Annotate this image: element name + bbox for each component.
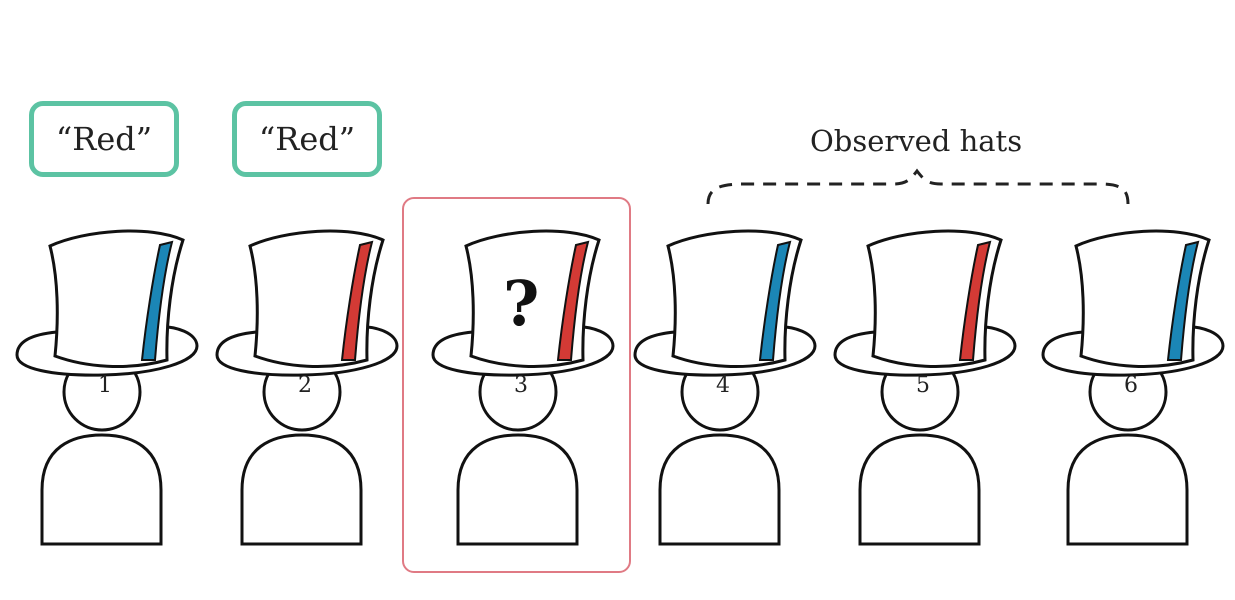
- person-3: 3?: [431, 222, 615, 552]
- hat-stripe-red-2: [340, 240, 374, 361]
- person-figure-4: [633, 229, 817, 546]
- person-4: 4: [633, 222, 817, 552]
- unknown-hat-question-mark: ?: [503, 267, 540, 340]
- body-4: [658, 433, 781, 546]
- body-2: [240, 433, 363, 546]
- speech-text-1: “Red”: [55, 120, 153, 158]
- person-1: 1: [15, 222, 199, 552]
- person-figure-3: [431, 229, 615, 546]
- person-number-6: 6: [1124, 373, 1138, 398]
- body-5: [858, 433, 981, 546]
- hat-stripe-red-5: [958, 240, 992, 361]
- speech-bubble-person-2: “Red”: [232, 101, 382, 177]
- person-number-1: 1: [98, 373, 112, 398]
- person-figure-5: [833, 229, 1017, 546]
- body-1: [40, 433, 163, 546]
- observed-hats-label: Observed hats: [810, 124, 1023, 158]
- person-number-5: 5: [916, 373, 930, 398]
- hat-stripe-blue-1: [140, 240, 174, 361]
- person-number-3: 3: [514, 373, 528, 398]
- person-5: 5: [833, 222, 1017, 552]
- hat-stripe-blue-6: [1166, 240, 1200, 361]
- body-3: [456, 433, 579, 546]
- person-figure-2: [215, 229, 399, 546]
- current-person-highlight: [402, 197, 631, 573]
- hat-stripe-red-3: [556, 240, 590, 361]
- person-number-4: 4: [716, 373, 730, 398]
- body-6: [1066, 433, 1189, 546]
- speech-bubble-person-1: “Red”: [29, 101, 179, 177]
- person-figure-6: [1041, 229, 1225, 546]
- hat-stripe-blue-4: [758, 240, 792, 361]
- person-2: 2: [215, 222, 399, 552]
- person-number-2: 2: [298, 373, 312, 398]
- person-figure-1: [15, 229, 199, 546]
- speech-text-2: “Red”: [258, 120, 356, 158]
- person-6: 6: [1041, 222, 1225, 552]
